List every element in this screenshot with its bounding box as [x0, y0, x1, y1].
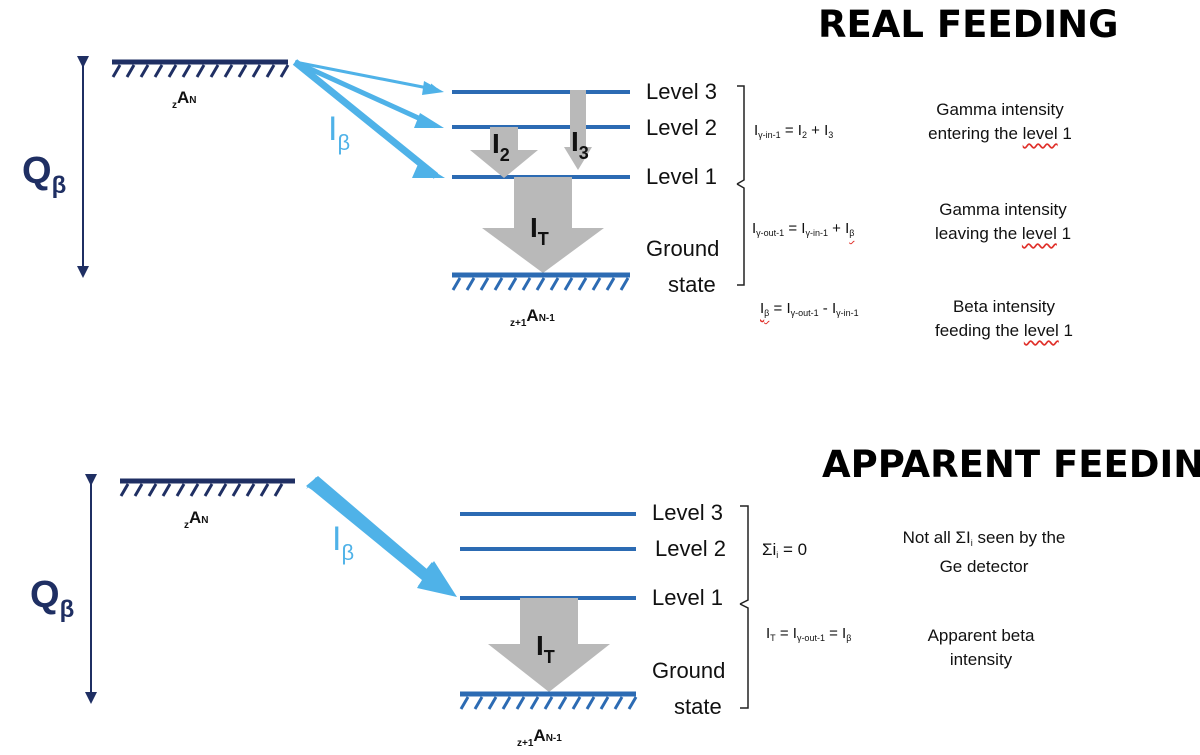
equation-apparent: IT = Iγ-out-1 = Iβ — [766, 625, 852, 643]
beta-intensity-label: Iβ — [328, 110, 351, 155]
brace-lower — [739, 603, 749, 709]
beta-feeding-arrows — [292, 59, 440, 179]
i2-label: I2 — [492, 128, 510, 165]
daughter-nucleus-label: z+1AN-1 — [517, 726, 562, 749]
apparent-feeding-diagram — [85, 474, 749, 710]
ground-level — [459, 691, 638, 710]
parent-level — [119, 478, 295, 497]
description-apparent-beta: Apparent beta intensity — [927, 626, 1035, 669]
description-not-all-seen: Not all ΣIi seen by the Ge detector — [902, 528, 1066, 576]
level-1-label: Level 1 — [646, 164, 717, 189]
it-label: IT — [530, 212, 549, 249]
equation-gamma-in: Iγ-in-1 = I2 + I3 — [754, 122, 834, 140]
brace-upper — [739, 505, 749, 605]
gamma-arrow-i3 — [564, 90, 592, 170]
level-3-label: Level 3 — [646, 79, 717, 104]
daughter-nucleus-label: z+1AN-1 — [510, 306, 555, 329]
ground-label-line2: state — [668, 272, 716, 297]
parent-nucleus-label: zAN — [184, 508, 209, 531]
brace-upper — [736, 85, 745, 185]
brace-lower — [736, 183, 745, 286]
gamma-arrow-i2 — [470, 127, 538, 178]
q-beta-label: Qβ — [30, 574, 75, 623]
gamma-arrow-it — [488, 598, 610, 692]
real-feeding-panel: REAL FEEDING Qβ zAN z+1AN-1 Iβ I2 I3 IT … — [0, 0, 1200, 370]
beta-arrow-head-level3 — [422, 81, 444, 95]
equation-beta: Iβ = Iγ-out-1 - Iγ-in-1 — [760, 300, 859, 318]
equation-gamma-out: Iγ-out-1 = Iγ-in-1 + Iβ — [752, 220, 855, 238]
parent-nucleus-label: zAN — [172, 88, 197, 111]
q-beta-label: Qβ — [22, 150, 67, 199]
beta-arrow-head-level2 — [414, 113, 444, 128]
level-2-label: Level 2 — [655, 536, 726, 561]
description-gamma-in: Gamma intensity entering the level 1 — [928, 100, 1072, 143]
apparent-feeding-panel: APPARENT FEEDING Qβ zAN z+1AN-1 Iβ IT Le… — [0, 430, 1200, 755]
it-label: IT — [536, 630, 555, 667]
gamma-arrow-it — [482, 177, 604, 273]
equation-sum-zero: Σii = 0 — [762, 540, 808, 560]
ground-level — [451, 272, 630, 291]
beta-arrow-head-level1 — [412, 162, 445, 178]
level-1-label: Level 1 — [652, 585, 723, 610]
description-gamma-out: Gamma intensity leaving the level 1 — [934, 200, 1072, 243]
ground-label-line2: state — [674, 694, 722, 719]
real-feeding-diagram — [77, 56, 745, 291]
ground-label-line1: Ground — [652, 658, 726, 683]
ground-label-line1: Ground — [646, 236, 720, 261]
level-2-label: Level 2 — [646, 115, 717, 140]
beta-intensity-label: Iβ — [332, 520, 355, 565]
description-beta: Beta intensity feeding the level 1 — [934, 297, 1073, 340]
real-feeding-title: REAL FEEDING — [818, 3, 1119, 46]
apparent-feeding-title: APPARENT FEEDING — [822, 443, 1200, 486]
parent-level — [111, 59, 290, 78]
i3-label: I3 — [571, 126, 589, 163]
level-3-label: Level 3 — [652, 500, 723, 525]
